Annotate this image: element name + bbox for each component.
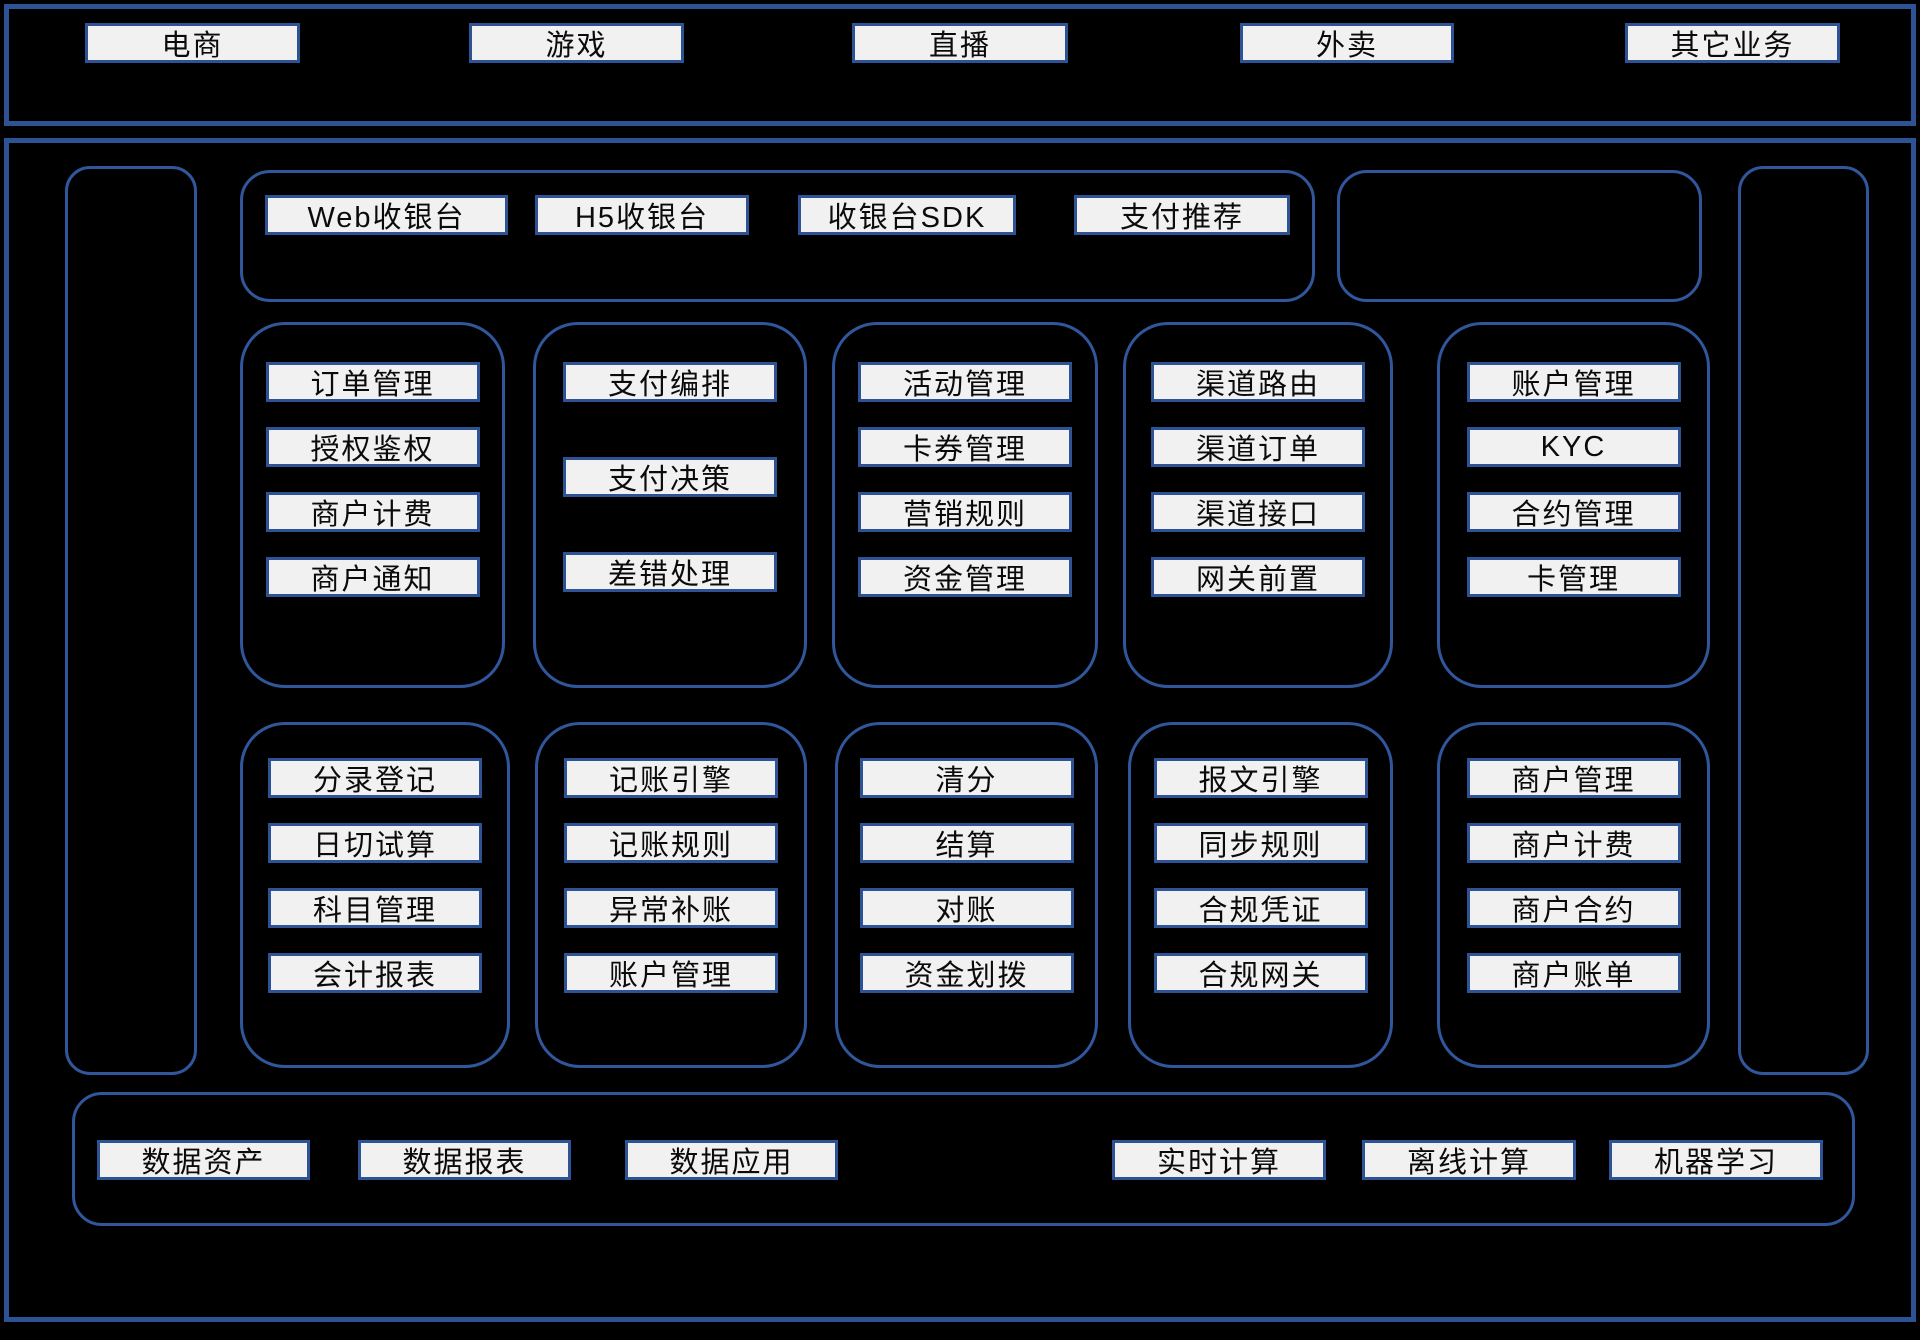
service-item: 营销规则 — [858, 492, 1072, 532]
service-item: 商户合约 — [1466, 888, 1681, 928]
service-item: 记账引擎 — [564, 758, 778, 798]
product-item: 支付推荐 — [1074, 195, 1290, 235]
service-item: 卡管理 — [1466, 557, 1681, 597]
service-item: 账户管理 — [1466, 362, 1681, 402]
service-item: 授权鉴权 — [265, 427, 480, 467]
service-item: 活动管理 — [858, 362, 1072, 402]
data-item: 数据资产 — [97, 1140, 310, 1180]
left-side-strip — [65, 166, 197, 1075]
lower-service-column-3: 清分结算对账资金划拨 — [835, 722, 1098, 1068]
product-item: H5收银台 — [535, 195, 749, 235]
service-item: 订单管理 — [265, 362, 480, 402]
service-item: 对账 — [859, 888, 1074, 928]
service-item: 商户账单 — [1466, 953, 1681, 993]
data-item: 离线计算 — [1362, 1140, 1576, 1180]
product-layer-container: Web收银台 H5收银台 收银台SDK 支付推荐 — [240, 170, 1315, 302]
service-item: 清分 — [859, 758, 1074, 798]
service-item: 合规凭证 — [1153, 888, 1368, 928]
upper-service-column-5: 账户管理 KYC 合约管理卡管理 — [1437, 322, 1710, 688]
product-item: 收银台SDK — [798, 195, 1016, 235]
product-item: Web收银台 — [265, 195, 508, 235]
business-item: 电商 — [85, 23, 300, 63]
service-item: KYC — [1466, 427, 1681, 467]
service-item: 差错处理 — [563, 552, 777, 592]
data-item: 实时计算 — [1112, 1140, 1326, 1180]
service-item: 渠道订单 — [1151, 427, 1365, 467]
data-item: 数据报表 — [358, 1140, 571, 1180]
business-item: 其它业务 — [1625, 23, 1840, 63]
service-item: 商户计费 — [1466, 823, 1681, 863]
data-item: 数据应用 — [625, 1140, 838, 1180]
right-side-strip — [1738, 166, 1869, 1075]
service-item: 账户管理 — [564, 953, 778, 993]
service-item: 合约管理 — [1466, 492, 1681, 532]
data-item: 机器学习 — [1609, 1140, 1823, 1180]
reserved-container — [1337, 170, 1702, 302]
upper-service-column-4: 渠道路由渠道订单渠道接口网关前置 — [1123, 322, 1393, 688]
service-item: 会计报表 — [268, 953, 482, 993]
service-item: 资金管理 — [858, 557, 1072, 597]
upper-service-column-3: 活动管理卡券管理营销规则资金管理 — [832, 322, 1098, 688]
business-layer-container: 电商 游戏 直播 外卖 其它业务 — [4, 4, 1916, 126]
service-item: 同步规则 — [1153, 823, 1368, 863]
lower-service-column-2: 记账引擎记账规则异常补账账户管理 — [535, 722, 807, 1068]
service-item: 卡券管理 — [858, 427, 1072, 467]
service-item: 记账规则 — [564, 823, 778, 863]
service-item: 商户通知 — [265, 557, 480, 597]
service-item: 渠道接口 — [1151, 492, 1365, 532]
service-item: 报文引擎 — [1153, 758, 1368, 798]
lower-service-column-4: 报文引擎同步规则合规凭证合规网关 — [1128, 722, 1393, 1068]
upper-service-column-1: 订单管理授权鉴权商户计费商户通知 — [240, 322, 505, 688]
service-item: 异常补账 — [564, 888, 778, 928]
service-item: 结算 — [859, 823, 1074, 863]
service-item: 商户计费 — [265, 492, 480, 532]
lower-service-column-5: 商户管理商户计费商户合约商户账单 — [1437, 722, 1710, 1068]
lower-service-column-1: 分录登记日切试算科目管理会计报表 — [240, 722, 510, 1068]
service-item: 支付决策 — [563, 457, 777, 497]
service-item: 科目管理 — [268, 888, 482, 928]
service-item: 支付编排 — [563, 362, 777, 402]
service-item: 商户管理 — [1466, 758, 1681, 798]
data-layer-container: 数据资产 数据报表 数据应用 实时计算 离线计算 机器学习 — [72, 1092, 1855, 1226]
service-item: 合规网关 — [1153, 953, 1368, 993]
upper-service-column-2: 支付编排支付决策差错处理 — [533, 322, 807, 688]
platform-container — [4, 138, 1916, 1322]
service-item: 分录登记 — [268, 758, 482, 798]
service-item: 资金划拨 — [859, 953, 1074, 993]
business-item: 游戏 — [469, 23, 684, 63]
service-item: 渠道路由 — [1151, 362, 1365, 402]
business-item: 外卖 — [1240, 23, 1454, 63]
business-item: 直播 — [852, 23, 1068, 63]
service-item: 日切试算 — [268, 823, 482, 863]
service-item: 网关前置 — [1151, 557, 1365, 597]
